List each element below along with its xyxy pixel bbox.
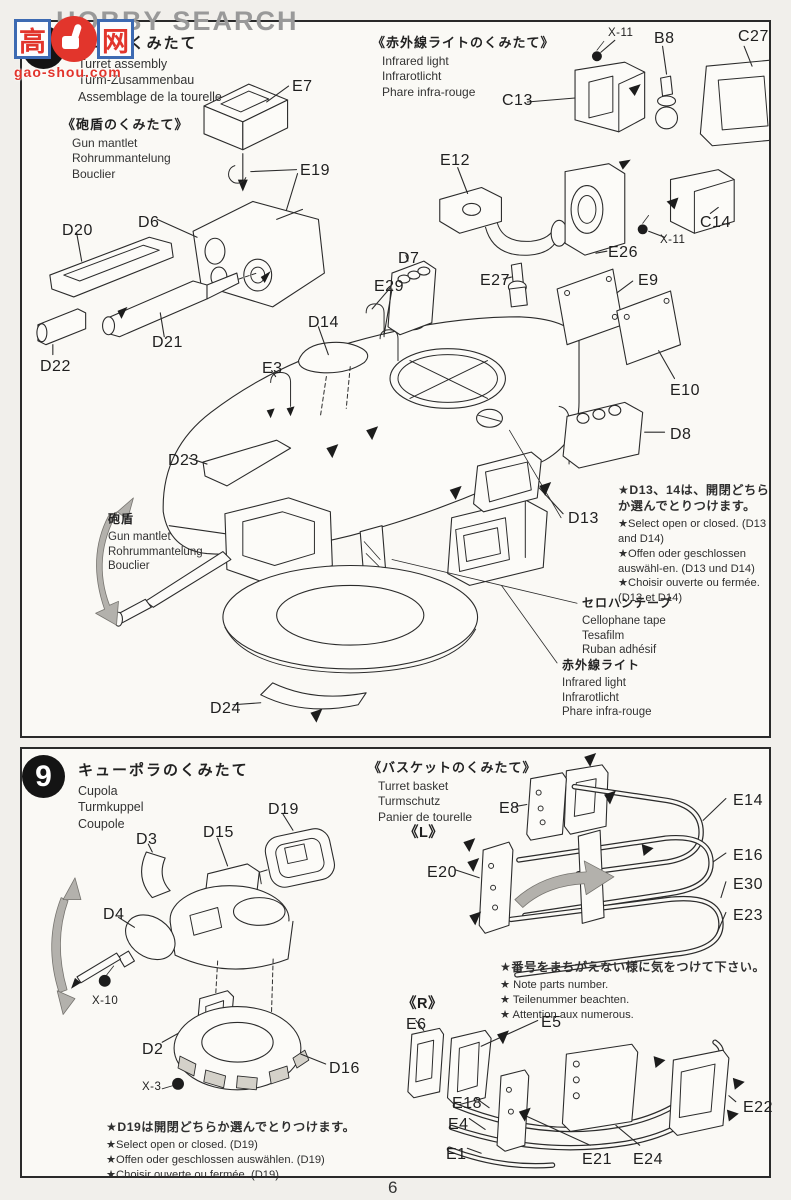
text-line: Bouclier [72, 166, 116, 181]
step9-diagram-art [51, 752, 745, 1169]
hobby-search-banner: HOBBY SEARCH [56, 6, 299, 36]
text-line: ★ Teilenummer beachten. [500, 993, 630, 1006]
text-line: Infrared light [562, 677, 626, 689]
d13-d14-notes: ★D13、14は、開閉どちらか選んでとりつけます。 ★Select open o… [618, 482, 770, 606]
text-line: Turret assembly [78, 57, 168, 71]
ir-callout-jp: 赤外線ライト [562, 658, 641, 672]
text-line: Turmschutz [378, 794, 441, 809]
gun-mantlet-jp: 《砲盾のくみたて》 [62, 117, 189, 132]
text-line: Rohrummantelung [108, 545, 203, 558]
page-number: 6 [388, 1178, 398, 1197]
text-line: Bouclier [108, 560, 150, 573]
text-line: Turm-Zusammenbau [78, 73, 195, 88]
text-line: Coupole [78, 816, 125, 831]
text-line: Turmkuppel [78, 800, 144, 815]
d13-d14-note-translations: ★Select open or closed. (D13 and D14)★Of… [618, 517, 770, 606]
watermark-char-left: 高 [14, 19, 51, 59]
ir-light-jp: 《赤外線ライトのくみたて》 [372, 35, 555, 50]
text-line: Gun mantlet [108, 531, 171, 543]
text-line: ★Select open or closed. (D13 and D14) [618, 518, 767, 545]
text-line: Turret basket [378, 779, 449, 793]
text-line: ★Select open or closed. (D19) [106, 1139, 258, 1152]
text-line: Ruban adhésif [582, 644, 657, 657]
text-line: Cellophane tape [582, 615, 666, 627]
text-line: Phare infra-rouge [382, 84, 476, 99]
text-line: ★ Attention aux numerous. [500, 1008, 634, 1021]
watermark-domain: gao-shou.com [14, 64, 122, 80]
d19-note-translations: ★Select open or closed. (D19)★Offen oder… [106, 1138, 406, 1182]
parts-number-note-translations: ★ Note parts number.★ Teilenummer beacht… [500, 978, 770, 1022]
text-line: Cupola [78, 784, 118, 798]
text-line: Rohrummantelung [72, 151, 171, 166]
parts-number-notes: ★番号をまちがえない様に気をつけて下さい。 ★ Note parts numbe… [500, 959, 770, 1022]
step-number-badge: 9 [22, 755, 65, 798]
step9-title-jp: キューポラのくみたて [78, 762, 249, 779]
thumbs-up-icon [51, 16, 97, 62]
text-line: Infrarotlicht [382, 69, 442, 84]
text-line: Gun mantlet [72, 136, 138, 150]
text-line: Tesafilm [582, 629, 625, 642]
text-line: ★Choisir ouverte ou fermée. (D19) [106, 1168, 279, 1181]
text-line: Panier de tourelle [378, 809, 473, 824]
parts-number-note-jp: ★番号をまちがえない様に気をつけて下さい。 [500, 960, 766, 974]
basket-section-jp: 《バスケットのくみたて》 [368, 760, 537, 775]
text-line: Assemblage de la tourelle [78, 89, 222, 104]
step8-diagram-art [36, 39, 769, 723]
text-line: ★ Note parts number. [500, 979, 609, 992]
step-8-panel: 8 砲塔のくみたて Turret assemblyTurm-Zusammenba… [20, 20, 771, 738]
mantlet-callout-jp: 砲盾 [108, 512, 135, 526]
text-line: ★Offen oder geschlossen auswähl-en. (D13… [618, 547, 755, 575]
gao-shou-watermark: 高 网 gao-shou.com [14, 16, 134, 80]
text-line: ★Choisir ouverte ou fermée. (D13 et D14) [618, 577, 760, 605]
text-line: ★Offen oder geschlossen auswählen. (D19) [106, 1153, 325, 1166]
text-line: Infrared light [382, 54, 449, 68]
d19-note-jp: ★D19は開閉どちらか選んでとりつけます。 [106, 1120, 356, 1134]
text-line: Infrarotlicht [562, 691, 619, 704]
text-line: Phare infra-rouge [562, 706, 652, 719]
d13-d14-note-jp: ★D13、14は、開閉どちらか選んでとりつけます。 [618, 483, 770, 514]
watermark-char-right: 网 [97, 19, 134, 59]
tape-callout-jp: セロハンテープ [582, 596, 673, 610]
d19-notes: ★D19は開閉どちらか選んでとりつけます。 ★Select open or cl… [106, 1119, 406, 1182]
